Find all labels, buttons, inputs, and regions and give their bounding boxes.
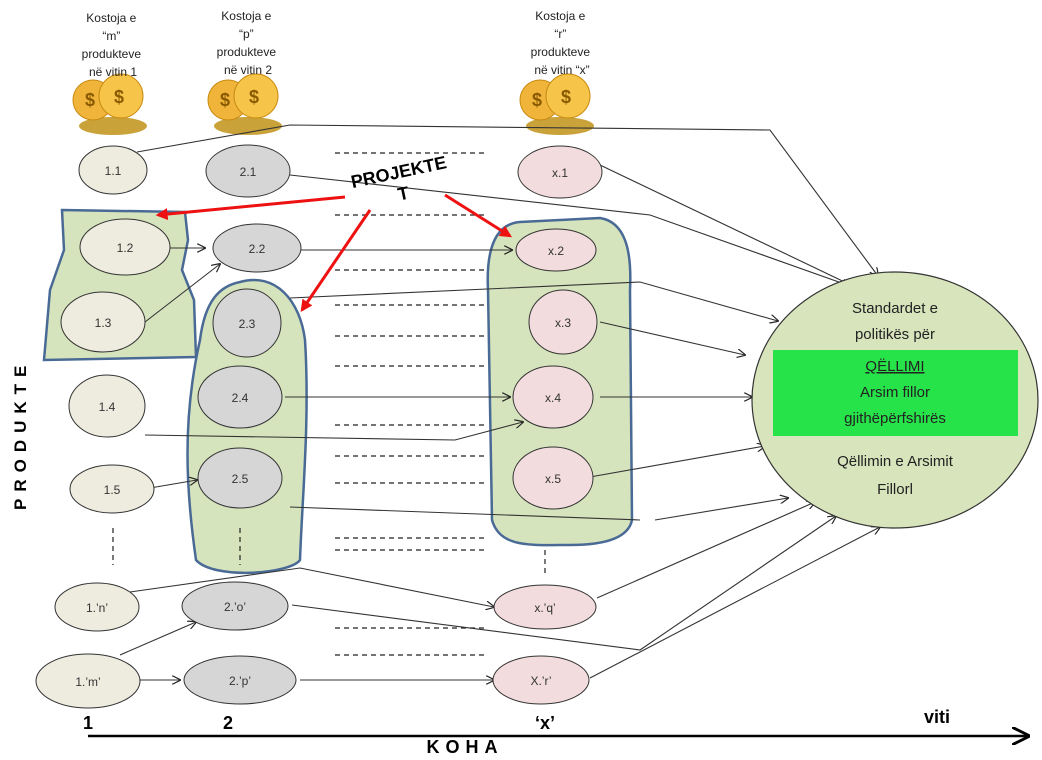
node-1-n — [54, 582, 140, 632]
node-x-1 — [517, 145, 603, 199]
node-x-r — [492, 655, 590, 705]
goal-box-line-2: gjithëpërfshirës — [844, 410, 946, 427]
goal-line-1: Standardet e — [852, 300, 938, 317]
node-x-2 — [515, 228, 597, 272]
svg-text:$: $ — [220, 90, 230, 110]
node-label: x.1 — [552, 166, 568, 180]
node-2-1 — [205, 144, 291, 198]
cost-label-r: Kostoja e “r” produkteve në vitin “x” — [531, 9, 594, 77]
goal-line-2: politikës për — [855, 326, 935, 343]
svg-text:$: $ — [561, 87, 571, 107]
node-2-p — [183, 655, 297, 705]
node-2-4 — [197, 365, 283, 429]
node-label: x.4 — [545, 391, 561, 405]
node-label: 2.5 — [232, 472, 249, 486]
node-x-3 — [528, 289, 598, 355]
node-label: 2.’p’ — [229, 674, 251, 688]
node-label: 1.5 — [104, 483, 121, 497]
svg-text:T: T — [396, 183, 411, 205]
axis-tick-1: 1 — [83, 713, 93, 733]
node-label: 1.1 — [105, 164, 122, 178]
node-x-4 — [512, 365, 594, 429]
goal-bottom-2: Fillorl — [877, 481, 913, 498]
svg-text:$: $ — [85, 90, 95, 110]
node-2-3 — [212, 288, 282, 358]
node-label: 2.4 — [232, 391, 249, 405]
node-label: x.2 — [548, 244, 564, 258]
axis-title: KOHA — [427, 737, 504, 755]
goal-box-title: QËLLIMI — [865, 358, 924, 375]
node-x-q — [493, 584, 597, 630]
money-bag-icon: $ $ — [207, 73, 282, 135]
node-label: x.’q’ — [534, 601, 555, 615]
goal-box-line-1: Arsim fillor — [860, 384, 930, 401]
node-2-o — [181, 581, 289, 631]
node-label: 1.’m’ — [75, 675, 100, 689]
node-1-5 — [69, 464, 155, 514]
node-label: X.’r’ — [530, 674, 551, 688]
projects-label: PROJEKTE T — [349, 152, 448, 205]
svg-text:$: $ — [249, 87, 259, 107]
node-label: 2.3 — [239, 317, 256, 331]
cost-label-p: Kostoja e “p” produkteve në vitin 2 — [217, 9, 280, 77]
axis-end-label: viti — [924, 707, 950, 727]
node-1-m — [35, 653, 141, 709]
placeholder-dashes — [112, 152, 546, 656]
node-1-3 — [60, 291, 146, 353]
node-label: x.3 — [555, 316, 571, 330]
goal-box — [773, 350, 1018, 436]
axis-tick-x: ‘x’ — [535, 713, 555, 733]
node-1-4 — [68, 374, 146, 438]
node-2-5 — [197, 447, 283, 509]
node-1-1 — [78, 145, 148, 195]
node-label: 2.’o’ — [224, 600, 246, 614]
svg-text:$: $ — [114, 87, 124, 107]
goal-bottom-1: Qëllimin e Arsimit — [837, 453, 954, 470]
connector-lines — [119, 124, 880, 680]
project-arrows — [155, 193, 513, 312]
node-label: 2.2 — [249, 242, 266, 256]
cost-label-m: Kostoja e “m” produkteve në vitin 1 — [82, 11, 145, 79]
money-bag-icon: $ $ — [72, 73, 147, 135]
node-1-2 — [79, 218, 171, 276]
node-2-2 — [212, 223, 302, 273]
node-x-5 — [512, 446, 594, 510]
node-label: 2.1 — [240, 165, 257, 179]
money-bag-icon: $ $ — [519, 73, 594, 135]
axis-tick-2: 2 — [223, 713, 233, 733]
node-label: 1.4 — [99, 400, 116, 414]
node-label: 1.2 — [117, 241, 134, 255]
node-label: x.5 — [545, 472, 561, 486]
svg-text:$: $ — [532, 90, 542, 110]
node-label: 1.3 — [95, 316, 112, 330]
node-label: 1.’n’ — [86, 601, 108, 615]
side-label-produkte: PRODUKTE — [11, 359, 30, 510]
